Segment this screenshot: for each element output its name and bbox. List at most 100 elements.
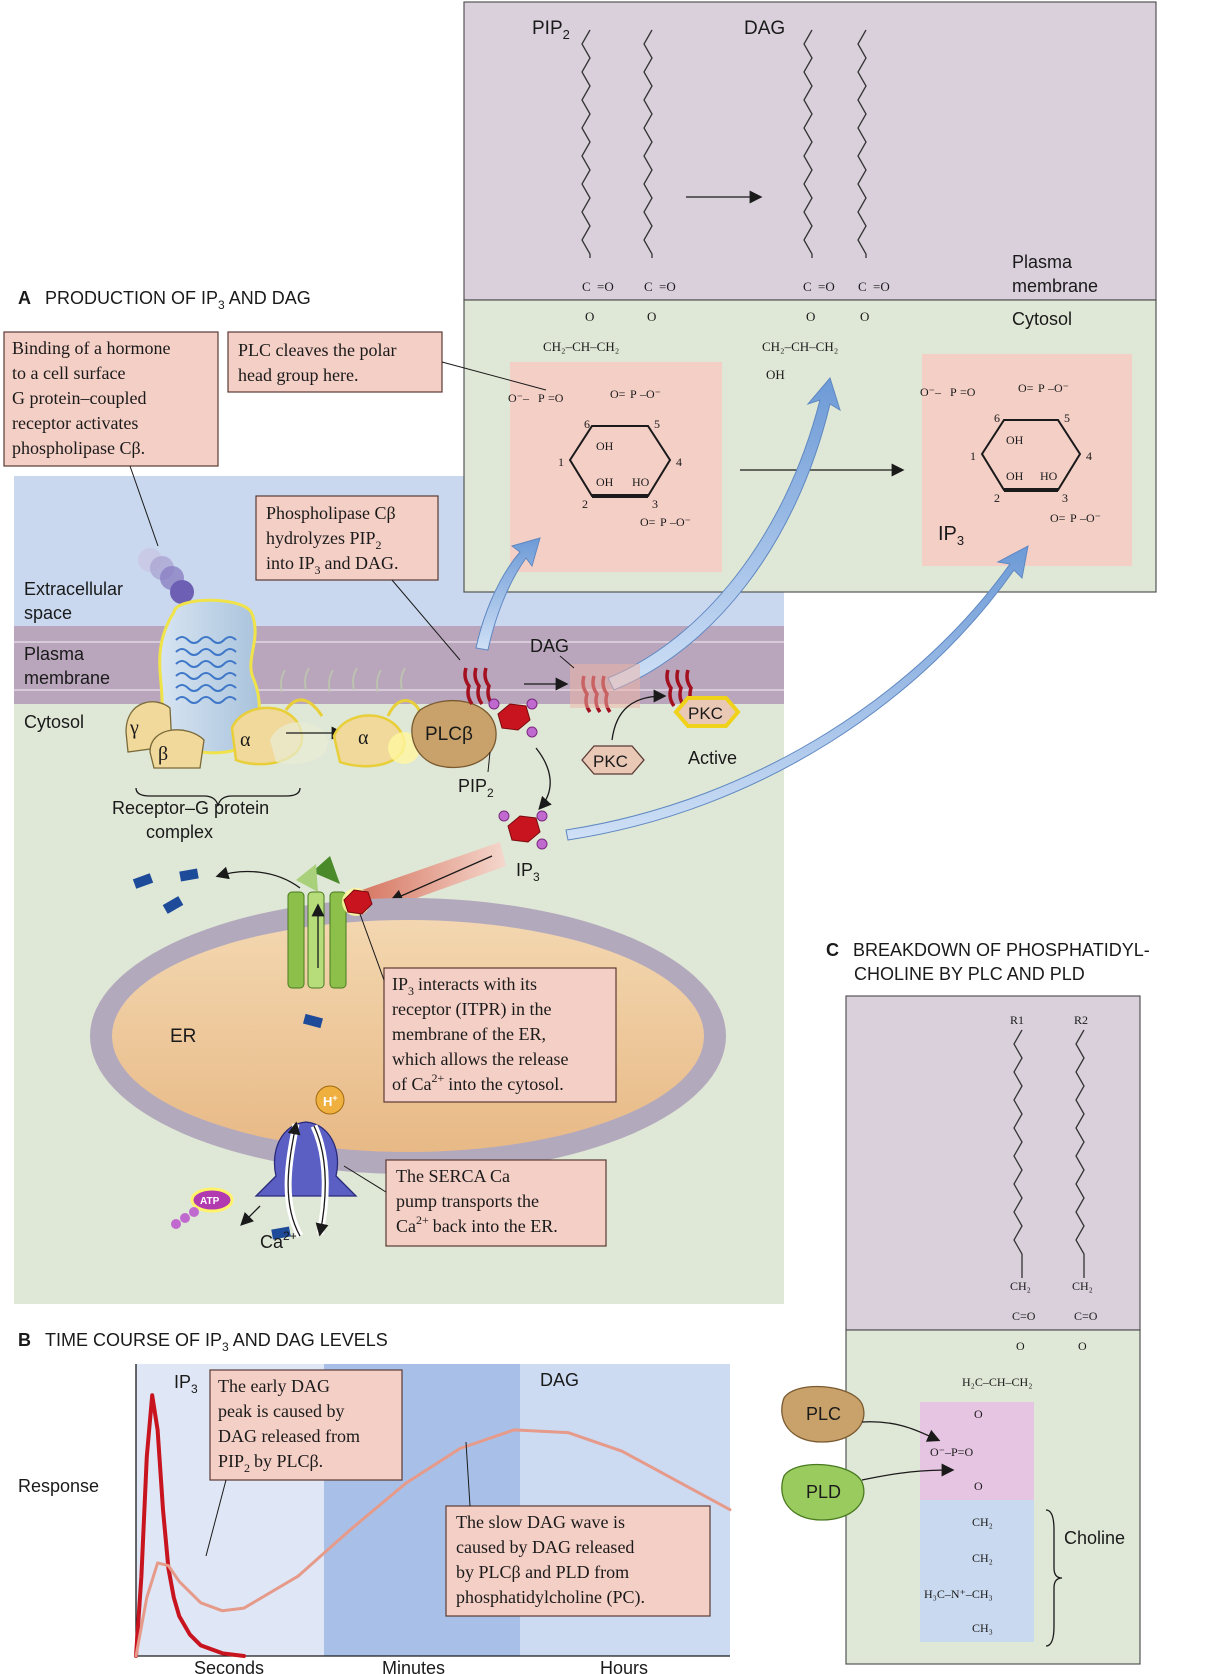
choline-label: Choline	[1064, 1528, 1125, 1548]
svg-text:–O⁻: –O⁻	[1079, 511, 1101, 525]
svg-text:P: P	[538, 391, 545, 405]
svg-text:O: O	[860, 309, 869, 324]
arrow-to-dag-inset	[607, 376, 841, 691]
inset-cytosol-label: Cytosol	[1012, 309, 1072, 329]
svg-text:CH₂: CH₂	[972, 1515, 993, 1529]
svg-text:3: 3	[652, 497, 658, 511]
svg-text:=O: =O	[873, 279, 890, 294]
pkc-inactive: PKC	[581, 745, 645, 775]
phosphate-highlight	[920, 1402, 1034, 1500]
beta-subunit-label: β	[158, 743, 168, 765]
inset-ip3-label: IP3	[938, 523, 964, 548]
svg-text:P: P	[630, 387, 637, 401]
svg-text:R1: R1	[1010, 1013, 1024, 1027]
svg-text:6: 6	[584, 417, 590, 431]
svg-text:O: O	[585, 309, 594, 324]
svg-text:HO: HO	[632, 475, 650, 489]
ip3-highlight	[922, 354, 1132, 566]
svg-text:PLC cleaves the polar he: PLC cleaves the polar head group here.	[238, 340, 401, 385]
svg-text:Binding of a hormone to: Binding of a hormone to a cell surface G…	[12, 338, 175, 458]
svg-text:CH₂: CH₂	[1010, 1279, 1031, 1293]
svg-text:5: 5	[654, 417, 660, 431]
svg-text:The SERCA Ca pump transp: The SERCA Ca pump transports the Ca2+bac…	[396, 1166, 558, 1236]
calcium-label: Ca2+	[260, 1229, 297, 1252]
gamma-subunit-label: γ	[129, 717, 139, 739]
callout-plc-cleaves: PLC cleaves the polar head group here.	[227, 331, 547, 393]
ip3-inositol-ring: 1 2 3 4 5 6 OH OH HO O⁻–P=O O=P–O⁻ O=P–O…	[920, 381, 1101, 525]
svg-text:C: C	[644, 279, 653, 294]
active-alpha-subunit-label: α	[358, 727, 369, 749]
arrow-to-pip2-inset	[475, 537, 541, 651]
svg-text:C: C	[803, 279, 812, 294]
ip3-molecule-cytosol	[498, 810, 548, 850]
svg-text:–O⁻: –O⁻	[669, 515, 691, 529]
hormone-ligand	[170, 580, 194, 604]
svg-text:O=: O=	[610, 387, 626, 401]
svg-text:1: 1	[558, 455, 564, 469]
svg-text:The early DAG peak is ca: The early DAG peak is caused by DAG rele…	[218, 1376, 364, 1475]
svg-text:PKC: PKC	[688, 704, 723, 723]
svg-text:O⁻–: O⁻–	[508, 391, 530, 405]
plasma-membrane-label-1: Plasma	[24, 644, 85, 664]
ip3-series-label: IP3	[174, 1372, 198, 1396]
svg-text:O: O	[806, 309, 815, 324]
svg-text:O: O	[1016, 1339, 1025, 1353]
svg-text:O=: O=	[1018, 381, 1034, 395]
extracellular-label-2: space	[24, 603, 72, 623]
er-label: ER	[170, 1026, 196, 1047]
svg-text:=O: =O	[960, 385, 976, 399]
plc-beta-enzyme: PLCβ	[388, 699, 497, 769]
svg-text:OH: OH	[596, 439, 614, 453]
svg-text:1: 1	[970, 449, 976, 463]
pip2-label: PIP2	[458, 776, 494, 800]
arrow-to-ip3-inset	[565, 545, 1029, 841]
svg-text:P: P	[950, 385, 957, 399]
svg-text:Phospholipase Cβ hydroly: Phospholipase Cβ hydrolyzes PIP2 into IP…	[266, 503, 400, 577]
svg-text:–O⁻: –O⁻	[1047, 381, 1069, 395]
inset-pip2-hydrolysis: C=O C=O O O CH₂–CH–CH₂ C=O C=O O O CH₂–C…	[463, 1, 1157, 593]
pip2-backbone: C=O C=O O O CH₂–CH–CH₂	[543, 279, 676, 354]
response-axis-label: Response	[18, 1476, 99, 1496]
pkc-activation-arrow	[611, 689, 667, 741]
receptor-complex-brace	[135, 787, 301, 807]
panel-c-structure: R1 R2 CH₂ CH₂ C=O C=O O O H₂C–CH–CH₂ O O…	[845, 995, 1141, 1665]
plcb-label: PLCβ	[425, 724, 473, 745]
svg-text:CH₃: CH₃	[972, 1621, 993, 1635]
dag-backbone: C=O C=O O O CH₂–CH–CH₂ OH	[762, 279, 890, 382]
svg-text:O: O	[974, 1479, 983, 1493]
dag-fatty-acid-chains	[803, 29, 867, 258]
svg-text:4: 4	[676, 455, 682, 469]
svg-text:HO: HO	[1040, 469, 1058, 483]
dag-curve	[134, 1428, 732, 1658]
ip3-label: IP3	[516, 860, 540, 884]
pkc-active: PKC	[673, 696, 741, 728]
svg-text:CH₂–CH–CH₂: CH₂–CH–CH₂	[543, 339, 619, 354]
ip3-to-itpr-arrow	[389, 855, 493, 902]
callout-serca: The SERCA Ca pump transports the Ca2+bac…	[343, 1159, 607, 1247]
callout-slow-dag: The slow DAG wave is caused by DAG relea…	[445, 1441, 711, 1617]
svg-text:ATP: ATP	[200, 1196, 220, 1207]
svg-text:4: 4	[1086, 449, 1092, 463]
svg-text:P: P	[1070, 511, 1077, 525]
svg-text:CH₂: CH₂	[1072, 1279, 1093, 1293]
svg-text:C=O: C=O	[1074, 1309, 1098, 1323]
blue-curved-arrows	[475, 376, 1029, 841]
svg-text:P: P	[660, 515, 667, 529]
svg-text:P: P	[1038, 381, 1045, 395]
svg-text:=O: =O	[597, 279, 614, 294]
svg-text:C=O: C=O	[1012, 1309, 1036, 1323]
inset-pip2-label: PIP2	[532, 18, 570, 42]
svg-text:OH: OH	[1006, 469, 1024, 483]
svg-text:O⁻–: O⁻–	[920, 385, 942, 399]
plasma-membrane-label-2: membrane	[24, 668, 110, 688]
receptor-complex-label-2: complex	[146, 822, 213, 842]
svg-text:5: 5	[1064, 411, 1070, 425]
svg-text:O: O	[1078, 1339, 1087, 1353]
svg-text:PKC: PKC	[593, 752, 628, 771]
receptor-g-protein: γ β α α	[125, 548, 422, 807]
svg-text:=O: =O	[818, 279, 835, 294]
